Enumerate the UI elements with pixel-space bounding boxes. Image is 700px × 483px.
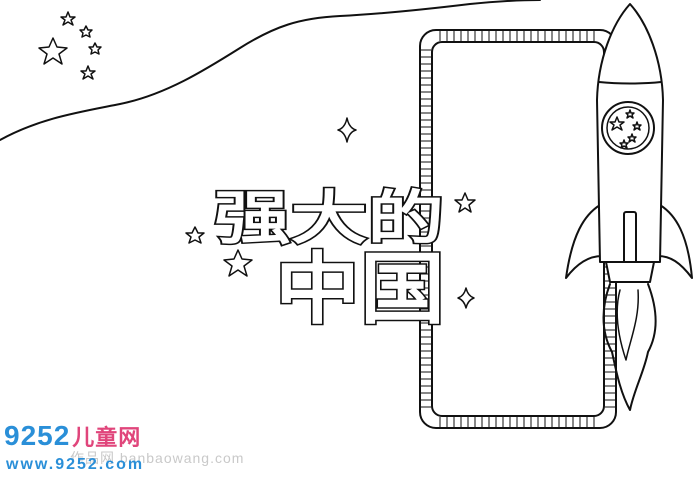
sky-curve bbox=[0, 0, 541, 141]
watermark-brand: 9252儿童网 bbox=[4, 420, 141, 452]
star-icon bbox=[38, 37, 68, 65]
star-icon bbox=[619, 139, 629, 149]
title-line-1: 强大的 bbox=[214, 184, 444, 252]
rocket-nozzle bbox=[605, 261, 655, 283]
rocket-window bbox=[601, 101, 655, 155]
title-line-2: 中国 bbox=[275, 245, 445, 335]
star-icon bbox=[80, 65, 96, 80]
star-icon bbox=[454, 192, 476, 213]
sparkle-icon bbox=[457, 287, 475, 309]
watermark-url: www.9252.com bbox=[6, 456, 145, 473]
sparkles bbox=[185, 117, 476, 309]
sparkle-icon bbox=[337, 117, 357, 143]
star-icon bbox=[632, 121, 642, 131]
rocket-flame-inner bbox=[616, 289, 639, 361]
rocket-fin-left bbox=[565, 204, 603, 279]
rocket-flame bbox=[602, 283, 657, 411]
window-stars bbox=[609, 109, 642, 149]
rocket-nose-line bbox=[598, 81, 662, 85]
rocket-window-inner bbox=[606, 106, 650, 150]
star-icon bbox=[625, 109, 635, 119]
star-icon bbox=[88, 42, 102, 55]
rocket-fin-right bbox=[657, 204, 693, 279]
watermark-faint-text: 作品网 banbaowang.com bbox=[70, 450, 245, 466]
star-icon bbox=[609, 116, 625, 131]
star-icon bbox=[627, 133, 637, 143]
star-icon bbox=[60, 11, 76, 26]
star-cluster-top-left bbox=[38, 11, 102, 80]
star-icon bbox=[79, 25, 93, 38]
title-group: 强大的 中国 bbox=[213, 183, 447, 337]
rocket bbox=[565, 3, 693, 411]
watermark-brand-digits: 9252 bbox=[4, 420, 71, 451]
star-icon bbox=[185, 226, 205, 244]
watermark-brand-cn: 儿童网 bbox=[72, 425, 142, 450]
star-icon bbox=[223, 249, 253, 277]
